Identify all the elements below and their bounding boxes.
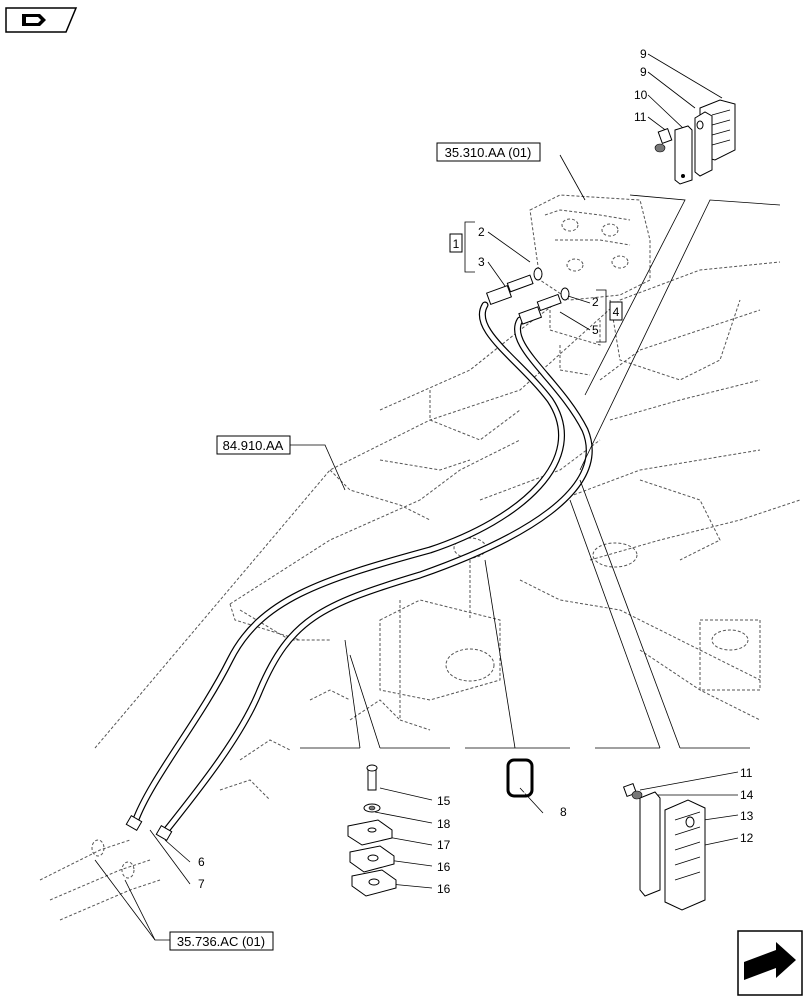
ref-box-coupler[interactable]: 35.736.AC (01): [169, 931, 274, 951]
fitting-adapter-right: [518, 287, 570, 325]
control-valve-outline: [529, 194, 651, 376]
o-ring-part: [506, 758, 534, 798]
ref-valve-text: 35.310.AA (01): [445, 145, 532, 160]
callout-9a: 9: [640, 47, 647, 61]
book-navigation-icon[interactable]: [5, 7, 78, 33]
clamp-block-top: [674, 99, 736, 185]
boom-clamp-outline: [219, 689, 351, 801]
callout-labels: 9 9 10 11 2 3 2 5 6 7 8 11 12 13 14 15 1…: [198, 47, 754, 896]
callout-6: 6: [198, 855, 205, 869]
ref-coupler-text: 35.736.AC (01): [177, 934, 265, 949]
callout-10: 10: [634, 88, 648, 102]
ref-box-valve[interactable]: 35.310.AA (01): [436, 142, 541, 162]
callout-3: 3: [478, 255, 485, 269]
callout-11-top: 11: [634, 110, 647, 124]
clamp-block-bottom: [622, 782, 706, 911]
callout-9b: 9: [640, 65, 647, 79]
fitting-adapter-left: [485, 267, 543, 306]
callout-13: 13: [740, 809, 754, 823]
callout-2-right: 2: [592, 295, 599, 309]
callout-17: 17: [437, 838, 451, 852]
bolt-top: [654, 128, 673, 153]
callout-18: 18: [437, 817, 451, 831]
callout-14: 14: [740, 788, 754, 802]
kit-label-left: 1: [453, 237, 460, 251]
kit-bracket-right: 4: [596, 289, 623, 343]
kit-label-right: 4: [613, 305, 620, 319]
next-page-arrow-icon[interactable]: [737, 930, 803, 996]
callout-12: 12: [740, 831, 754, 845]
callout-16a: 16: [437, 860, 451, 874]
ref-box-boom[interactable]: 84.910.AA: [216, 435, 291, 455]
leader-lines: [94, 53, 781, 941]
clamp-stack-bottom: [347, 764, 397, 897]
kit-bracket-left: 1: [449, 221, 475, 273]
callout-2-left: 2: [478, 225, 485, 239]
callout-7: 7: [198, 877, 205, 891]
hydraulic-hose-right: [161, 316, 593, 836]
machine-frame-outline: [94, 261, 801, 749]
hydraulic-hose-left: [131, 301, 565, 826]
callout-16b: 16: [437, 882, 451, 896]
callout-11-bottom: 11: [740, 766, 753, 780]
hose-end-couplers: [39, 814, 173, 921]
callout-5: 5: [592, 323, 599, 337]
callout-15: 15: [437, 794, 451, 808]
ref-boom-text: 84.910.AA: [223, 438, 284, 453]
callout-8: 8: [560, 805, 567, 819]
